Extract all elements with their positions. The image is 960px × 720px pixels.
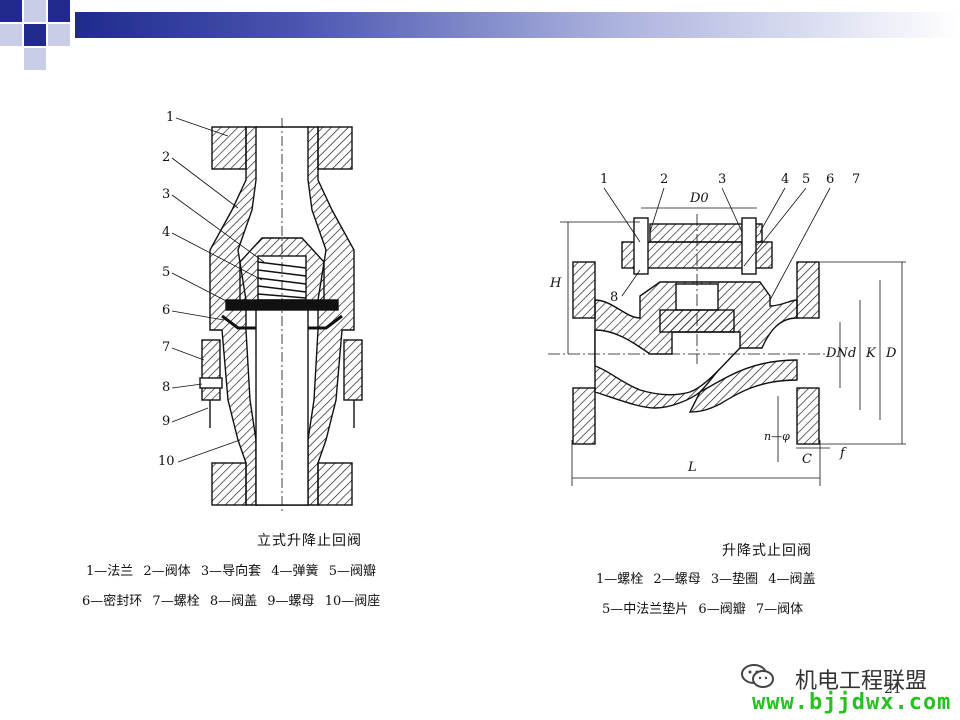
header-gradient-bar <box>75 12 960 38</box>
header-square-5 <box>24 24 46 46</box>
right-legend-item: 5—中法兰垫片 <box>602 602 689 617</box>
dim-label-d-large: D <box>886 346 897 361</box>
dim-label-c: C <box>802 452 812 467</box>
header-square-7 <box>24 48 46 70</box>
left-callout-2: 2 <box>162 150 171 165</box>
wechat-icon <box>741 664 774 688</box>
dim-label-h: H <box>550 276 562 291</box>
left-legend-item: 9—螺母 <box>267 594 315 609</box>
right-legend-row-1: 1—螺栓 2—螺母 3—垫圈 4—阀盖 <box>596 568 822 587</box>
dim-label-l: L <box>688 460 697 475</box>
left-legend-item: 3—导向套 <box>200 564 262 579</box>
dim-label-n-phi: n—φ <box>764 430 790 443</box>
left-callout-8: 8 <box>162 380 171 395</box>
left-legend-item: 4—弹簧 <box>271 564 319 579</box>
left-callout-3: 3 <box>162 187 171 202</box>
right-figure-title: 升降式止回阀 <box>722 543 812 559</box>
dim-label-d-small: d <box>848 346 857 361</box>
header-square-4 <box>0 24 22 46</box>
dim-label-d0: D0 <box>690 191 709 206</box>
right-callout-5: 5 <box>802 172 811 187</box>
right-legend-item: 6—阀瓣 <box>698 602 746 617</box>
left-callout-5: 5 <box>162 265 171 280</box>
dim-label-k: K <box>866 346 876 361</box>
right-legend-item: 2—螺母 <box>653 572 701 587</box>
left-figure-title: 立式升降止回阀 <box>257 533 362 549</box>
left-callout-7: 7 <box>162 340 171 355</box>
header-square-6 <box>48 24 70 46</box>
right-dimension-lines <box>560 207 906 486</box>
header-square-3 <box>48 0 70 22</box>
right-callout-4: 4 <box>781 172 790 187</box>
left-callout-4: 4 <box>162 225 171 240</box>
right-callout-6: 6 <box>826 172 835 187</box>
right-legend-row-2: 5—中法兰垫片 6—阀瓣 7—阀体 <box>602 598 809 617</box>
left-legend-row-1: 1—法兰 2—阀体 3—导向套 4—弹簧 5—阀瓣 <box>86 560 382 579</box>
page-number: 21 <box>884 681 902 697</box>
left-callout-leaders <box>171 117 265 463</box>
left-callout-9: 9 <box>162 414 171 429</box>
left-callout-10: 10 <box>158 454 175 469</box>
vertical-check-valve-drawing <box>199 118 363 512</box>
left-legend-item: 5—阀瓣 <box>328 564 376 579</box>
left-legend-item: 7—螺栓 <box>152 594 200 609</box>
lift-check-valve-drawing <box>548 214 830 445</box>
left-callout-1: 1 <box>166 110 175 125</box>
right-legend-item: 1—螺栓 <box>596 572 644 587</box>
left-callout-6: 6 <box>162 303 171 318</box>
dim-label-f: f <box>840 446 845 461</box>
right-callout-leaders <box>603 187 831 301</box>
watermark-name: 机电工程联盟 <box>795 669 928 694</box>
left-legend-item: 10—阀座 <box>324 594 381 609</box>
right-callout-3: 3 <box>718 172 727 187</box>
header-square-2 <box>24 0 46 22</box>
right-legend-item: 7—阀体 <box>755 602 804 617</box>
left-legend-item: 8—阀盖 <box>209 594 258 609</box>
right-callout-2: 2 <box>660 172 669 187</box>
left-legend-row-2: 6—密封环 7—螺栓 8—阀盖 9—螺母 10—阀座 <box>82 590 386 609</box>
right-legend-item: 3—垫圈 <box>710 572 759 587</box>
right-callout-1: 1 <box>600 172 609 187</box>
right-callout-8: 8 <box>610 290 619 305</box>
dim-label-dn: DN <box>826 346 848 361</box>
header-square-1 <box>0 0 22 22</box>
left-legend-item: 1—法兰 <box>86 564 134 579</box>
right-legend-item: 4—阀盖 <box>768 572 816 587</box>
left-legend-item: 2—阀体 <box>143 564 191 579</box>
left-legend-item: 6—密封环 <box>82 594 143 609</box>
right-callout-7: 7 <box>852 172 861 187</box>
watermark-url: www.bjjdwx.com <box>752 690 952 715</box>
